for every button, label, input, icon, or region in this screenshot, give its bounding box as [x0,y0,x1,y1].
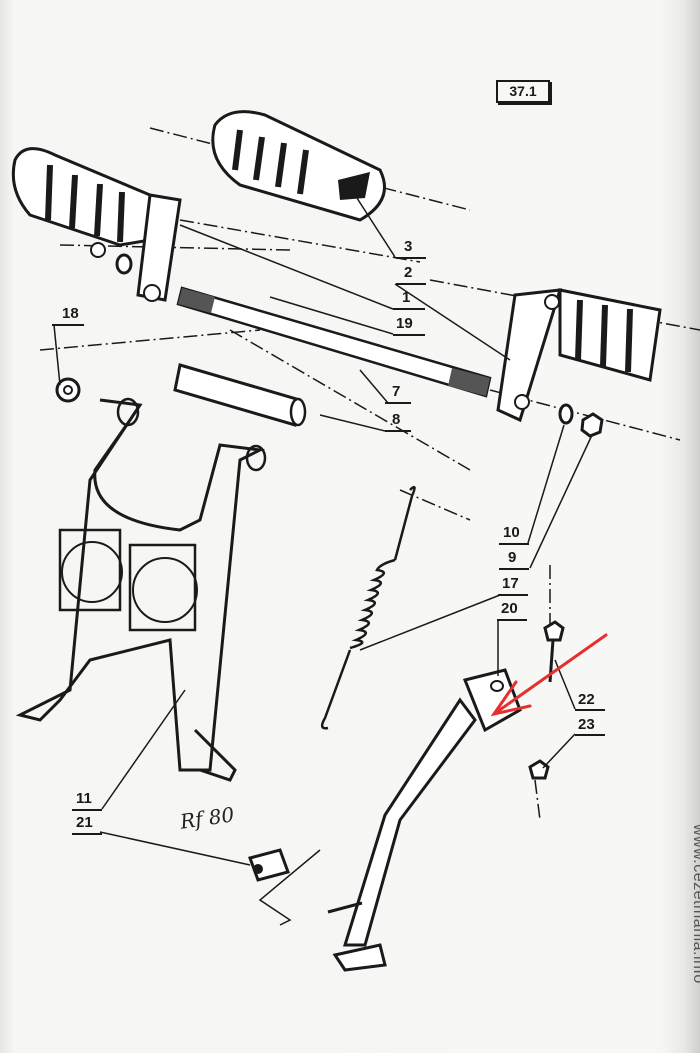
part-label-7: 7 [392,383,401,400]
footpeg-arm-right [496,288,662,438]
nut-23 [528,759,550,780]
spring-17 [320,485,416,730]
leader-lines [53,194,593,926]
footpeg-rubber-top [211,110,386,222]
part-label-19: 19 [396,315,413,332]
part-label-2: 2 [404,264,413,281]
part-label-8: 8 [392,411,401,428]
part-label-21: 21 [76,814,93,831]
washer-18 [55,377,81,403]
watermark: www.cezetmania.info [690,824,700,984]
sleeve-8 [173,363,307,427]
part-label-3: 3 [404,238,413,255]
part-label-22: 22 [578,691,595,708]
center-stand-11 [15,397,267,782]
footpeg-rubber-left [11,147,152,247]
part-label-17: 17 [502,575,519,592]
part-label-9: 9 [508,549,517,566]
figure-number: 37.1 [496,80,550,103]
footpeg-shaft [176,286,492,398]
part-label-20: 20 [501,600,518,617]
part-label-1: 1 [402,289,411,306]
part-label-10: 10 [503,524,520,541]
part-label-18: 18 [62,305,79,322]
red-annotation-arrow [490,633,608,717]
part-label-11: 11 [76,790,92,807]
footpeg-arm-left [90,193,182,302]
side-stand [327,668,522,972]
bushing-21 [248,848,290,882]
part-label-23: 23 [578,716,595,733]
